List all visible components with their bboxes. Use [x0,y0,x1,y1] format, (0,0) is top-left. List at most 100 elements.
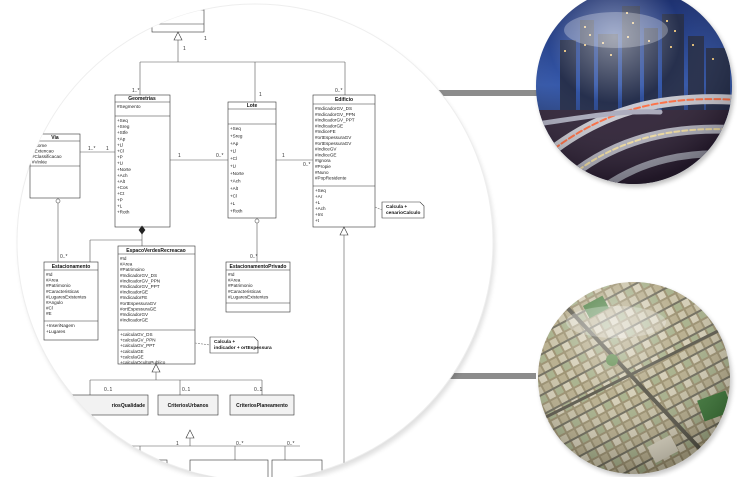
class-attribute: #LugaresExistentes [228,294,269,299]
note-espaco: Calcula +indicador + ortEspessura [194,336,272,354]
class-attribute: +Cl [230,194,237,199]
class-attribute: +Norte [117,167,131,172]
class-attribute: #Nuno [315,170,329,175]
class-attribute: #IndicadorGV_PPN [315,112,355,117]
class-attribute: #IndicadorGE [315,123,343,128]
class-title-geometrias: Geometrias [128,96,156,102]
subclass-box-qualidade: riosQualidade [69,394,149,416]
note-edificio-text: Calcula +cenarioCalculo [386,204,420,216]
class-attribute: +Li [117,161,123,166]
mult-sub1: 0..1 [104,387,113,393]
mult-via-geo-a: 1..* [88,146,96,152]
class-attribute: +Li [230,164,236,169]
class-attribute: #Patrimonio [46,283,71,288]
class-attribute: +Ach [230,179,241,184]
mult-sub3: 0..1 [254,387,263,393]
class-box-edificio: Edificio #IndicadorGV_DS#IndicadorGV_PPN… [312,94,376,228]
class-title-espaco-verde: EspacoVerdesRecreacao [126,248,185,254]
mult-b1: 1 [176,441,179,447]
class-attribute: #Cl [46,306,53,311]
class-attribute: #Propie [315,164,331,169]
class-attribute: #ortEspessuraGV [120,301,157,306]
class-attribute: +Cl [117,149,124,154]
class-title-edificio: Edificio [335,97,353,103]
class-attribute: +Roth [230,209,243,214]
mult-lote-top: 1 [259,92,262,98]
aerial-photo: aerial-urban-map-photo [538,282,732,477]
class-title-estacionamento: Estacionamento [52,264,91,270]
mult-via-geo-b: 1 [106,146,109,152]
class-attribute: #Area [228,278,241,283]
class-attribute: #IndicadorGV_DS [315,106,352,111]
subclass-label-urbanos: CriteriosUrbanos [168,403,209,409]
subclass-label-planeamento: CriteriosPlaneamento [236,403,288,409]
composition-diamond [138,225,146,235]
class-attribute: #Caracteristicas [228,289,262,294]
mult-sub2: 0..1 [182,387,191,393]
class-attribute: #Nome [32,143,47,148]
class-attribute: +Seq [230,126,241,131]
class-attribute: +L [230,201,236,206]
class-attribute: #IndicadorFE [120,295,147,300]
class-attribute: +Ct [117,191,125,196]
class-attribute: +Roth [117,210,130,215]
class-method: +Seq [315,188,326,193]
class-attribute: +Alt [117,179,126,184]
class-attribute: +Ap [117,136,126,141]
class-attribute: #IndiceFE [315,129,336,134]
class-attribute: +Norte [230,171,244,176]
class-attribute: +Cl [230,156,237,161]
class-attribute: +Ach [117,173,128,178]
class-attribute: #ortEspessuraGV [315,141,352,146]
class-title-lote: Lote [247,103,258,109]
class-attribute: +Sreg [230,134,243,139]
class-attribute: #Patrimoino [120,267,145,272]
class-method: +L [315,200,321,205]
class-attribute: +Alt [230,186,239,191]
note-edificio: Calcula +cenarioCalculo [374,201,425,219]
mult-est: 0..* [60,254,68,260]
mult-edi-top: 0..* [335,88,343,94]
mult-geo-lote-a: 1 [178,153,181,159]
class-attribute: +Stfe [117,130,128,135]
class-attribute: +P [117,197,123,202]
main-diagram-circle: Geometrias #Segmento+Seq+Sreg+Stfe+Ap+Ll… [16,3,495,477]
class-attribute: #IndicadorGE [120,290,148,295]
class-attribute: #Ignora [315,158,331,163]
class-method: +calculaOcultoPublico [120,360,166,365]
class-attribute: #IndicadorGV_PPT [120,284,160,289]
connector-top [414,90,542,96]
class-attribute: +Ap [230,141,239,146]
mult-geo-top: 1..* [132,88,140,94]
class-attribute: #IndicadorGE [120,318,148,323]
class-method: +calculaGV_DS [120,332,153,337]
class-attribute: #E [46,311,52,316]
class-box-espaco-verde: EspacoVerdesRecreacao #Id#Area#Patrimoin… [117,245,196,365]
class-attribute: #PopResidente [315,176,347,181]
class-box-via: Via #Nome#Extencao#Classificacao#Vinkie [29,133,81,199]
class-method: +Ar [315,194,323,199]
class-attribute: +Cos [117,185,129,190]
class-attribute: #IndiceGE [315,152,336,157]
class-attribute: #Vinkie [32,160,47,165]
class-attribute: +Seq [117,118,128,123]
subclass-label-qualidade: riosQualidade [112,403,146,409]
class-attribute: #IndiceGV [315,147,337,152]
class-attribute: #LugaresExistentes [46,294,87,299]
class-attribute: #Classificacao [32,154,62,159]
class-attribute: #Area [120,262,133,267]
connector-lines [414,90,542,379]
mult-geo-lote-b: 0..* [216,153,224,159]
class-box-bottom-3 [271,459,323,477]
class-attribute: #Area [46,278,59,283]
class-method: +Int [315,212,324,217]
class-box-geometrias: Geometrias #Segmento+Seq+Sreg+Stfe+Ap+Ll… [114,94,171,228]
class-attribute: #Id [120,256,127,261]
mult-estp: 0..* [250,254,258,260]
class-attribute: #Segmento [117,104,141,109]
subclass-box-urbanos: CriteriosUrbanos [157,394,219,416]
class-box-estacionamento: Estacionamento #Id#Area#Patrimonio#Carac… [43,261,99,341]
class-attribute: #Patrimonio [228,283,253,288]
class-method: +calculaGE [120,354,144,359]
